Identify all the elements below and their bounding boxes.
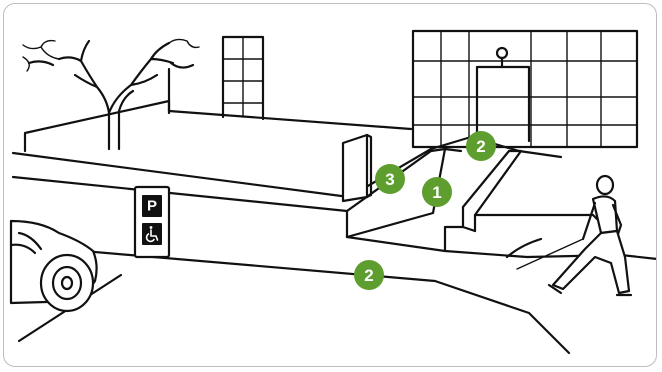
marker-2-landing-label: 2	[476, 137, 485, 156]
curb-ramp-illustration: P 1 2 2 3	[9, 29, 656, 355]
sidewalk-and-ramp	[11, 133, 656, 355]
scene-frame: P 1 2 2 3	[3, 3, 657, 367]
parking-sign-letter: P	[147, 198, 157, 215]
marker-1: 1	[422, 177, 452, 207]
marker-3: 3	[375, 164, 405, 194]
parking-sign: P	[133, 185, 171, 259]
marker-1-label: 1	[432, 183, 441, 202]
marker-2-street-label: 2	[364, 266, 373, 285]
parking-sign-panel	[142, 195, 162, 217]
pedestrian-illustration	[516, 174, 633, 297]
marker-3-label: 3	[385, 170, 394, 189]
building-illustration	[23, 29, 639, 153]
marker-2-landing: 2	[466, 131, 496, 161]
marker-2-street: 2	[354, 260, 384, 290]
wheelchair-icon	[145, 226, 159, 243]
car-illustration	[9, 219, 98, 313]
tree-illustration	[22, 38, 200, 151]
